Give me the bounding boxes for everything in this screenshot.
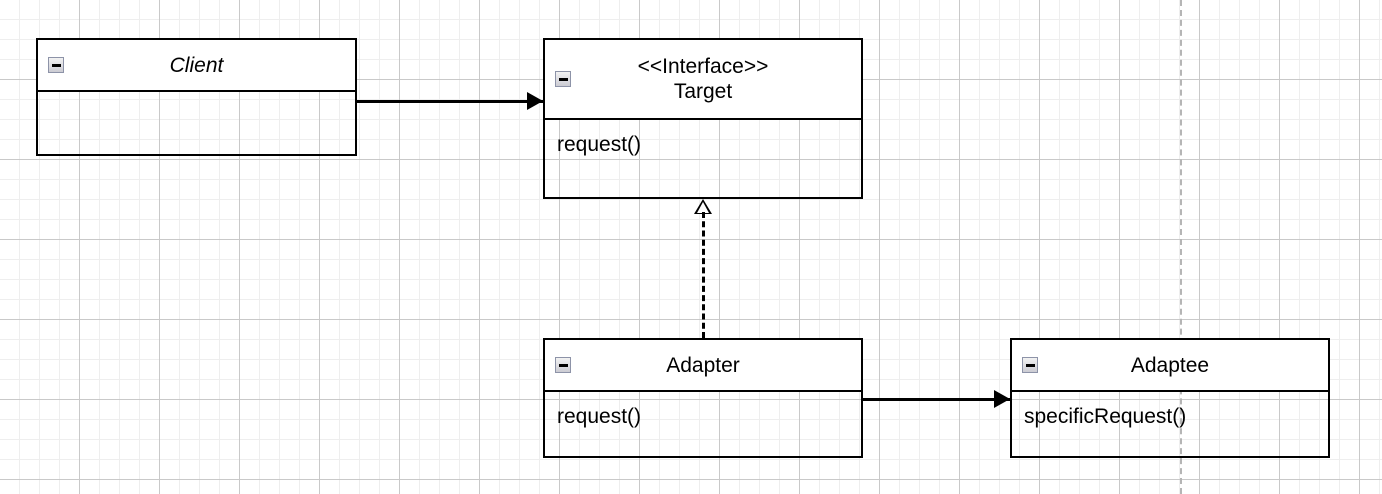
edge-client-to-target[interactable] (357, 100, 543, 103)
uml-class-client-title: Client (169, 53, 224, 77)
uml-class-adaptee[interactable]: Adaptee specificRequest() (1010, 338, 1330, 458)
uml-class-adaptee-header[interactable]: Adaptee (1012, 340, 1328, 392)
uml-class-client-header[interactable]: Client (38, 40, 355, 92)
uml-member-specific-request: specificRequest() (1024, 405, 1187, 428)
uml-class-adaptee-title: Adaptee (1130, 353, 1210, 377)
minus-icon[interactable] (555, 71, 571, 87)
uml-class-client-body (38, 92, 355, 154)
uml-class-target-body: request() (545, 120, 861, 197)
page-break-guide (1180, 0, 1182, 494)
uml-class-adaptee-body: specificRequest() (1012, 392, 1328, 456)
uml-class-target[interactable]: <<Interface>> Target request() (543, 38, 863, 199)
arrow-head-adapter-to-target (694, 199, 712, 214)
uml-member-request: request() (557, 405, 642, 428)
uml-class-adapter[interactable]: Adapter request() (543, 338, 863, 458)
edge-adapter-to-adaptee[interactable] (863, 398, 1010, 401)
uml-class-adapter-header[interactable]: Adapter (545, 340, 861, 392)
uml-class-target-title: <<Interface>> Target (637, 55, 769, 103)
uml-class-target-header[interactable]: <<Interface>> Target (545, 40, 861, 120)
minus-icon[interactable] (48, 57, 64, 73)
minus-icon[interactable] (555, 357, 571, 373)
uml-class-client[interactable]: Client (36, 38, 357, 156)
uml-class-adapter-title: Adapter (666, 353, 740, 377)
uml-member-request: request() (557, 133, 642, 156)
uml-class-adapter-body: request() (545, 392, 861, 456)
edge-adapter-to-target[interactable] (702, 212, 705, 338)
minus-icon[interactable] (1022, 357, 1038, 373)
